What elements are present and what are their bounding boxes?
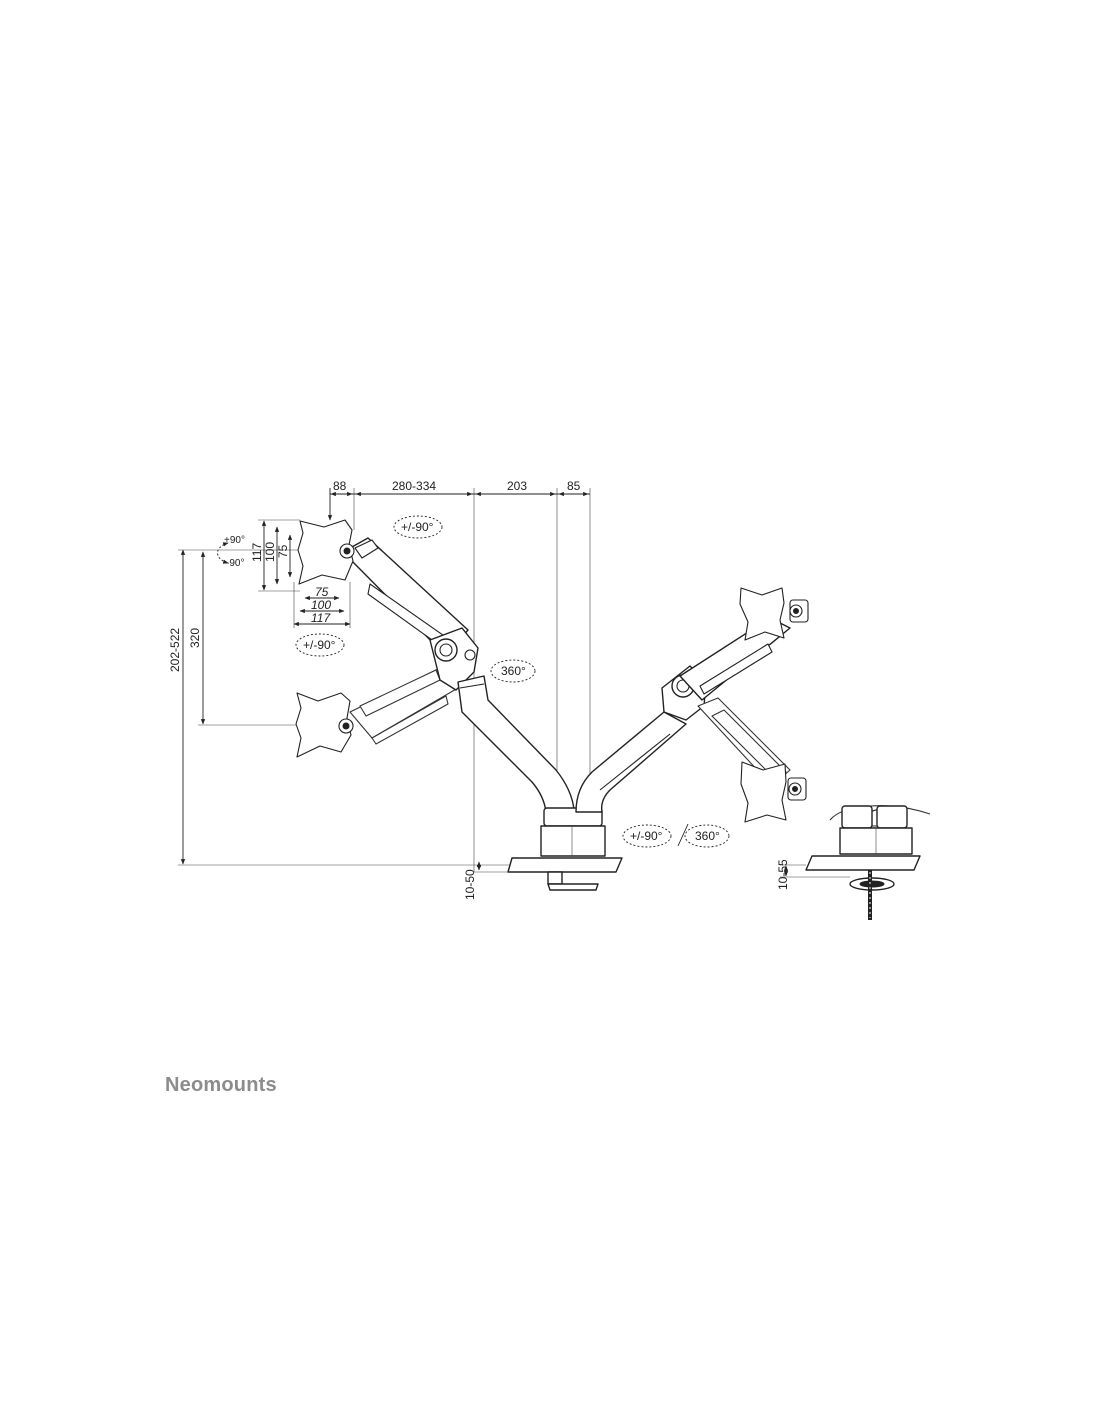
swivel-badge-base: [684, 824, 730, 848]
dim-height-travel: 320: [188, 628, 202, 648]
left-vesa-plate-upper: [297, 519, 355, 585]
left-elbow-joint: [429, 627, 479, 691]
left-lower-arm: [457, 675, 575, 813]
dim-top-85: 85: [567, 479, 581, 493]
vesa-dimension-lines: [258, 519, 351, 628]
brand-logo: Neomounts: [165, 1074, 277, 1096]
left-vesa-plate-lower: [295, 692, 354, 758]
dim-plate-100-v: 100: [263, 542, 277, 562]
dim-grommet-range: 10-55: [776, 859, 790, 890]
swivel-label-pole: 360°: [501, 664, 526, 678]
swivel-badge-pole: [490, 659, 536, 683]
dim-plate-100-h: 100: [311, 598, 331, 612]
rotation-badge-base: [622, 824, 672, 848]
rotation-label-base: +/-90°: [630, 829, 663, 843]
dim-plate-75-v: 75: [276, 544, 290, 558]
tilt-down-label: -90°: [226, 558, 244, 569]
left-arm-lower-position: [349, 667, 459, 745]
dim-top-88: 88: [333, 479, 347, 493]
badge-separator: [677, 823, 689, 847]
dim-plate-117-v: 117: [250, 543, 264, 562]
rotation-badge-top: [393, 515, 443, 539]
right-arm-upper: [679, 617, 791, 701]
clamp-dimension-lines: [473, 860, 508, 873]
top-dimension-lines: [327, 488, 591, 860]
swivel-label-base: 360°: [695, 829, 720, 843]
dim-plate-75-h: 75: [315, 585, 329, 599]
right-lower-arm: [575, 711, 687, 813]
tilt-up-label: +90°: [224, 535, 245, 546]
rotation-label-mid: +/-90°: [303, 638, 336, 652]
rotation-label-top: +/-90°: [401, 520, 434, 534]
dim-height-total: 202-522: [168, 628, 182, 672]
dim-clamp-range: 10-50: [463, 869, 477, 900]
right-vesa-plate-lower: [740, 761, 807, 823]
height-dimension-lines: [178, 549, 510, 866]
dim-plate-117-h: 117: [311, 611, 331, 625]
left-arm-upper: [342, 537, 469, 657]
grommet-dimension-lines: [780, 864, 850, 878]
center-pole: [540, 807, 606, 857]
dim-top-280-334: 280-334: [392, 479, 436, 493]
dim-top-203: 203: [507, 479, 527, 493]
grommet-detail: [805, 805, 931, 920]
right-arm-lower-position: [697, 697, 791, 787]
desk-clamp: [507, 857, 623, 891]
right-vesa-plate-upper: [739, 587, 809, 641]
rotation-badge-mid: [295, 633, 345, 657]
